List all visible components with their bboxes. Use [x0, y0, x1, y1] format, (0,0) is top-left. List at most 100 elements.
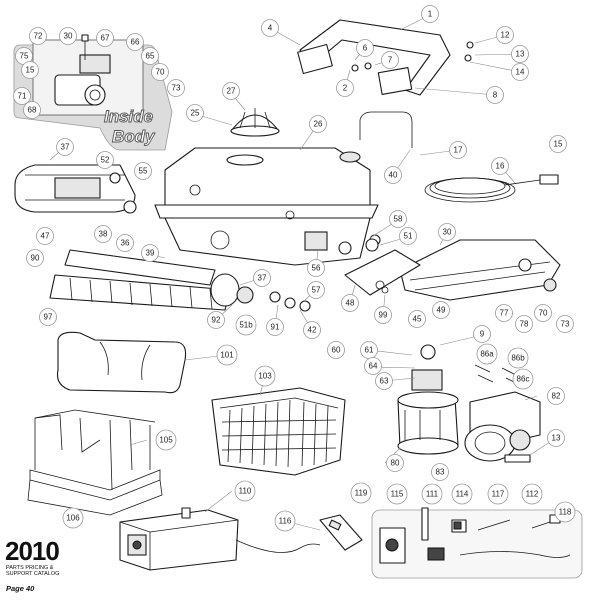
callout-15: 15	[21, 61, 39, 79]
callout-number: 70	[539, 309, 548, 318]
callout-number: 47	[41, 232, 50, 241]
callout-circle	[134, 162, 152, 180]
callout-number: 38	[99, 230, 108, 239]
callout-number: 110	[239, 487, 252, 496]
callout-117: 117	[487, 483, 509, 505]
callout-86b: 86b	[507, 347, 529, 369]
callout-circle	[486, 86, 504, 104]
callout-circle	[534, 304, 552, 322]
catalog-subtitle-line1: PARTS PRICING &	[6, 565, 54, 571]
callout-circle	[547, 429, 565, 447]
callout-number: 64	[369, 362, 378, 371]
callout-circle	[13, 87, 31, 105]
callout-number: 58	[394, 215, 403, 224]
callout-circle	[451, 483, 473, 505]
page-number: Page 40	[6, 584, 35, 593]
callout-99: 99	[374, 306, 392, 324]
callout-75: 75	[15, 47, 33, 65]
callout-number: 37	[258, 274, 267, 283]
callout-40: 40	[384, 166, 402, 184]
callout-70: 70	[534, 304, 552, 322]
caddy-stand-part	[27, 409, 163, 516]
callout-circle	[496, 26, 514, 44]
callout-number: 86c	[517, 375, 530, 384]
callout-66: 66	[126, 33, 144, 51]
callout-number: 51	[404, 232, 413, 241]
callout-number: 57	[312, 286, 321, 295]
callout-9: 9	[473, 325, 491, 343]
callout-61: 61	[360, 341, 378, 359]
callout-circle	[266, 318, 284, 336]
accessory-panel	[371, 507, 583, 579]
inset-label-body: Body	[112, 127, 156, 146]
callout-circle	[356, 39, 374, 57]
callout-circle	[207, 311, 225, 329]
callout-circle	[556, 315, 574, 333]
callout-51b: 51b	[235, 314, 257, 336]
callout-circle	[39, 308, 57, 326]
callout-67: 67	[96, 29, 114, 47]
callout-circle	[307, 259, 325, 277]
callout-circle	[126, 33, 144, 51]
callout-47: 47	[36, 227, 54, 245]
callout-12: 12	[496, 26, 514, 44]
callout-number: 82	[552, 392, 561, 401]
callout-number: 83	[436, 468, 445, 477]
callout-circle	[336, 79, 354, 97]
callout-circle	[253, 269, 271, 287]
callout-number: 12	[501, 31, 510, 40]
inset-label-inside: Inside	[104, 107, 153, 126]
callout-38: 38	[94, 225, 112, 243]
callout-number: 42	[308, 326, 317, 335]
callout-86a: 86a	[476, 343, 498, 365]
callout-number: 63	[380, 377, 389, 386]
callout-circle	[141, 47, 159, 65]
callout-111: 111	[421, 483, 443, 505]
callout-number: 70	[156, 68, 165, 77]
callout-number: 36	[121, 239, 130, 248]
callout-number: 116	[279, 517, 292, 526]
callout-number: 27	[227, 87, 236, 96]
callout-circle	[21, 61, 39, 79]
callout-circle	[151, 63, 169, 81]
callout-number: 8	[493, 91, 498, 100]
callout-number: 15	[26, 66, 35, 75]
callout-circle	[521, 483, 543, 505]
callout-73: 73	[556, 315, 574, 333]
callout-circle	[94, 225, 112, 243]
callout-number: 2	[343, 84, 348, 93]
callout-64: 64	[364, 357, 382, 375]
callout-number: 68	[28, 106, 37, 115]
callout-number: 91	[271, 323, 280, 332]
callout-number: 13	[516, 50, 525, 59]
callout-circle	[96, 29, 114, 47]
callout-6: 6	[356, 39, 374, 57]
callout-number: 77	[500, 309, 509, 318]
callout-number: 45	[413, 315, 422, 324]
catalog-year: 2010	[5, 536, 60, 566]
callout-1: 1	[421, 5, 439, 23]
callout-circle	[399, 227, 417, 245]
callout-circle	[507, 347, 529, 369]
main-body-part	[154, 147, 379, 266]
callout-circle	[59, 27, 77, 45]
callout-number: 71	[18, 92, 27, 101]
callout-number: 73	[172, 84, 181, 93]
callout-36: 36	[116, 234, 134, 252]
callout-65: 65	[141, 47, 159, 65]
callout-number: 97	[44, 313, 53, 322]
callout-number: 30	[443, 228, 452, 237]
callout-4: 4	[261, 19, 279, 37]
callout-70: 70	[151, 63, 169, 81]
callout-circle	[155, 429, 177, 451]
callout-number: 6	[363, 44, 368, 53]
callout-number: 75	[20, 52, 29, 61]
callout-37: 37	[253, 269, 271, 287]
callout-number: 40	[389, 171, 398, 180]
callout-25: 25	[186, 104, 204, 122]
callout-86c: 86c	[512, 368, 534, 390]
callout-circle	[167, 79, 185, 97]
callout-number: 7	[388, 56, 393, 65]
